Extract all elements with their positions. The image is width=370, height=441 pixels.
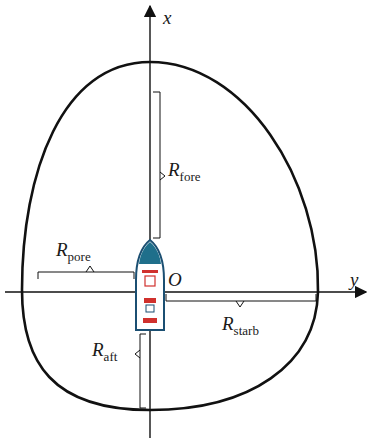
subscript: aft xyxy=(104,349,118,364)
dimension-bracket xyxy=(135,334,146,408)
x-axis xyxy=(149,6,150,438)
dimension-label: Raft xyxy=(92,340,117,359)
dimension-label: Rfore xyxy=(168,160,201,179)
symbol: O xyxy=(168,269,182,290)
dimension-label: Rstarb xyxy=(222,314,259,333)
y-axis xyxy=(5,291,366,292)
subscript: pore xyxy=(68,249,91,264)
symbol: R xyxy=(56,239,68,260)
symbol: R xyxy=(92,339,104,360)
subscript: fore xyxy=(180,169,201,184)
dimension-label: Rpore xyxy=(56,240,91,259)
dimension-bracket xyxy=(153,92,165,238)
domain-boundary xyxy=(22,62,318,410)
symbol: x xyxy=(163,7,171,28)
ship-icon xyxy=(136,240,164,330)
symbol: R xyxy=(168,159,180,180)
dimension-bracket xyxy=(166,294,316,307)
symbol: R xyxy=(222,313,234,334)
axis-label: x xyxy=(163,8,171,27)
origin-label: O xyxy=(168,270,182,289)
symbol: y xyxy=(350,269,358,290)
subscript: starb xyxy=(234,323,259,338)
axis-label: y xyxy=(350,270,358,289)
dimension-bracket xyxy=(38,266,134,279)
